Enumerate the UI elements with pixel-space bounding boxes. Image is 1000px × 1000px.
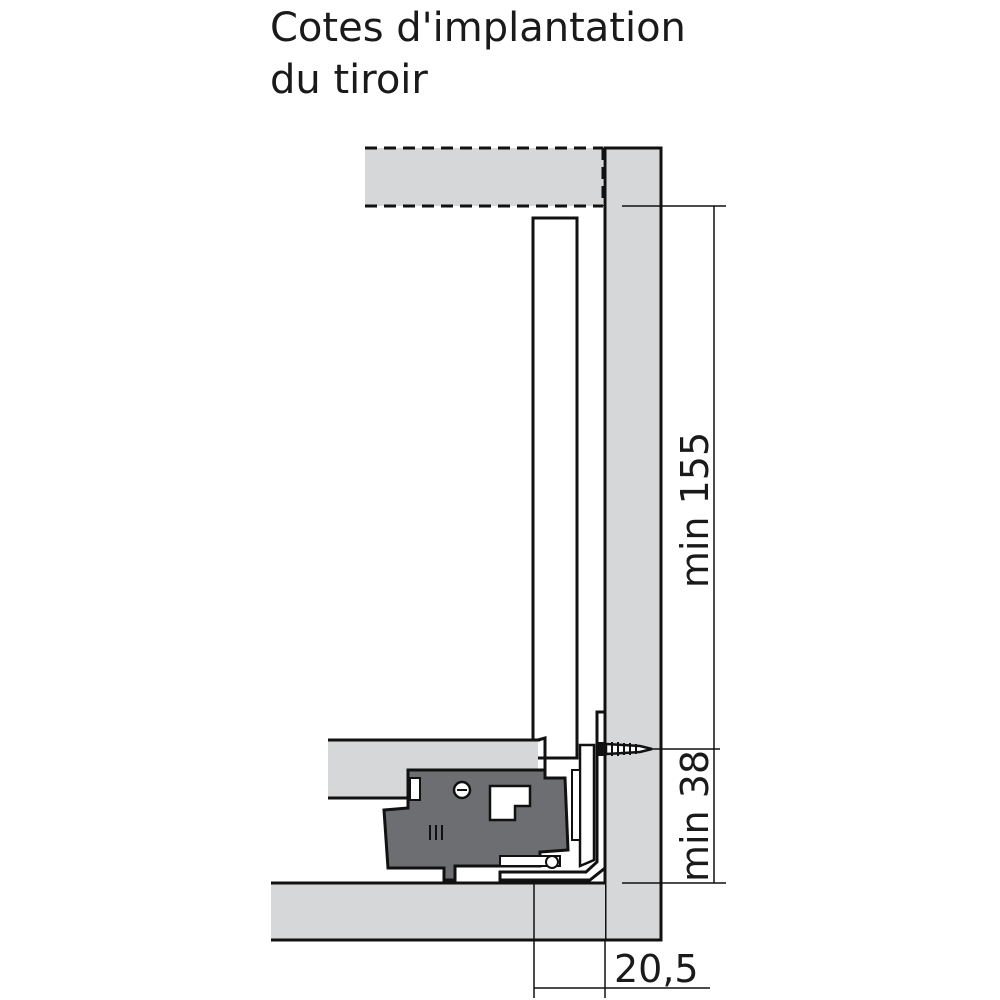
top-shelf-dashed — [365, 146, 605, 208]
cabinet-bottom-panel — [271, 881, 661, 942]
dimension-line-side-offset — [533, 880, 710, 998]
title-line-2: du tiroir — [270, 57, 428, 103]
diagram-title: Cotes d'implantation du tiroir — [270, 2, 686, 106]
title-line-1: Cotes d'implantation — [270, 5, 686, 51]
dimension-label-20-5: 20,5 — [614, 947, 699, 991]
dimension-label-min-155: min 155 — [673, 432, 717, 588]
drawer-side-profile — [531, 216, 579, 760]
screw-icon — [598, 742, 653, 756]
runner-rail — [498, 710, 607, 882]
dimension-label-min-38: min 38 — [673, 750, 717, 882]
dimension-line-upper — [622, 205, 726, 749]
cabinet-side-panel — [603, 146, 663, 942]
dimension-line-lower — [622, 748, 726, 884]
drawer-locking-device — [382, 768, 570, 882]
